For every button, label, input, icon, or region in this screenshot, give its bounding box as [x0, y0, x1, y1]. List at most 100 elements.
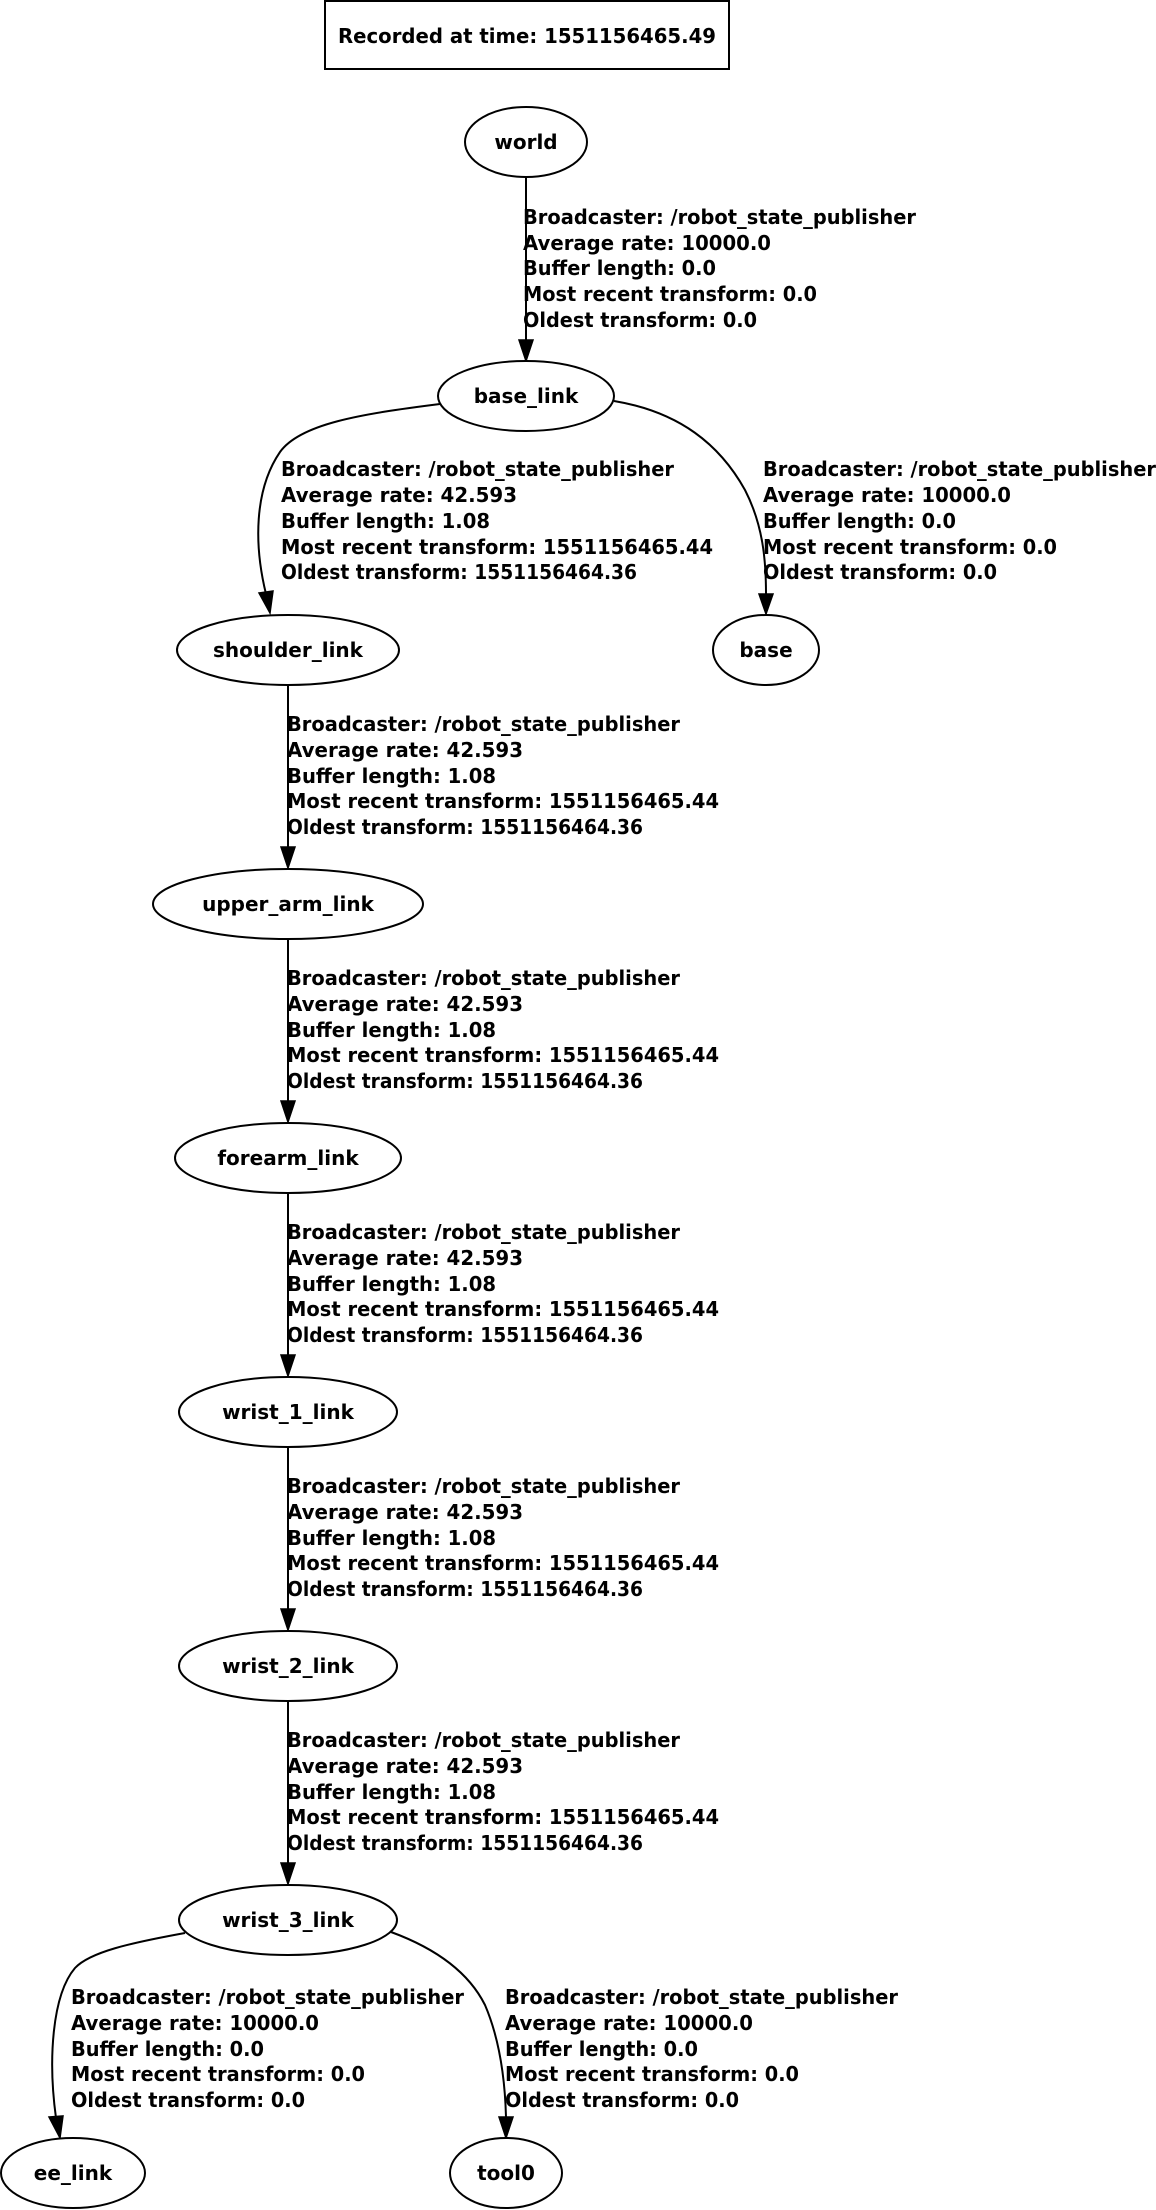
edge-line	[257, 403, 441, 595]
node-ellipse	[176, 614, 400, 686]
node-ellipse	[178, 1630, 398, 1702]
edge-label-line: Average rate: 10000.0	[763, 483, 1011, 507]
edge-line	[51, 1932, 186, 2119]
node-ellipse	[178, 1884, 398, 1956]
node-label: forearm_link	[217, 1146, 359, 1170]
node-ellipse	[712, 614, 820, 686]
arrowhead-icon	[517, 339, 535, 364]
edge-label-line: Average rate: 42.593	[287, 1246, 523, 1270]
edge-label-line: Broadcaster: /robot_state_publisher	[505, 1985, 898, 2009]
node-base: base	[712, 614, 820, 686]
edge-label-line: Buffer length: 0.0	[71, 2037, 264, 2061]
node-label: base_link	[474, 384, 579, 408]
edge-label-line: Broadcaster: /robot_state_publisher	[287, 1220, 680, 1244]
node-ellipse	[174, 1122, 402, 1194]
node-label: world	[494, 130, 557, 154]
arrowhead-icon	[497, 2116, 515, 2141]
edge-label-line: Average rate: 42.593	[281, 483, 517, 507]
edge-label-line: Average rate: 42.593	[287, 992, 523, 1016]
node-label: upper_arm_link	[202, 892, 374, 916]
edge-label-line: Most recent transform: 0.0	[523, 282, 817, 306]
edge-label-line: Most recent transform: 0.0	[71, 2062, 365, 2086]
node-ellipse	[449, 2137, 563, 2209]
edge-label-line: Buffer length: 0.0	[523, 256, 716, 280]
edge-label-line: Average rate: 10000.0	[523, 231, 771, 255]
node-label: base	[739, 638, 792, 662]
node-shoulder_link: shoulder_link	[176, 614, 400, 686]
node-label: shoulder_link	[213, 638, 364, 662]
arrowhead-icon	[757, 593, 775, 617]
edge-label-line: Average rate: 42.593	[287, 1500, 523, 1524]
node-label: wrist_3_link	[222, 1908, 355, 1932]
edge-label-line: Oldest transform: 1551156464.36	[287, 1069, 643, 1093]
edge-base_link-shoulder_link: Broadcaster: /robot_state_publisher Aver…	[257, 403, 713, 616]
edge-label-line: Most recent transform: 1551156465.44	[281, 535, 713, 559]
edge-label-line: Oldest transform: 0.0	[763, 560, 997, 584]
recorded-time-frame	[324, 0, 730, 70]
node-label: wrist_1_link	[222, 1400, 355, 1424]
node-ellipse	[437, 360, 615, 432]
edge-label-line: Most recent transform: 0.0	[505, 2062, 799, 2086]
arrowhead-icon	[279, 1354, 297, 1379]
edge-label-line: Broadcaster: /robot_state_publisher	[287, 712, 680, 736]
arrowhead-icon	[279, 1862, 297, 1887]
edge-line	[390, 1931, 507, 2118]
edge-label-line: Most recent transform: 1551156465.44	[287, 1805, 719, 1829]
edge-label-line: Broadcaster: /robot_state_publisher	[281, 457, 674, 481]
edge-label-line: Most recent transform: 1551156465.44	[287, 1297, 719, 1321]
node-ellipse	[178, 1376, 398, 1448]
edge-label-line: Broadcaster: /robot_state_publisher	[287, 1474, 680, 1498]
recorded-time-box: Recorded at time: 1551156465.49	[324, 0, 730, 70]
node-ellipse	[464, 106, 588, 178]
arrowhead-icon	[257, 590, 274, 616]
edge-label-line: Broadcaster: /robot_state_publisher	[287, 1728, 680, 1752]
edge-label-line: Average rate: 42.593	[287, 738, 523, 762]
node-tool0: tool0	[449, 2137, 563, 2209]
edge-label-line: Most recent transform: 1551156465.44	[287, 789, 719, 813]
edge-label-line: Average rate: 10000.0	[71, 2011, 319, 2035]
edge-upper_arm_link-forearm_link: Broadcaster: /robot_state_publisher Aver…	[279, 939, 719, 1125]
edge-label-line: Oldest transform: 0.0	[505, 2088, 739, 2112]
edge-line	[613, 400, 767, 595]
edge-wrist_1_link-wrist_2_link: Broadcaster: /robot_state_publisher Aver…	[279, 1447, 719, 1633]
arrowhead-icon	[47, 2115, 64, 2141]
edge-label-line: Broadcaster: /robot_state_publisher	[763, 457, 1156, 481]
node-label: tool0	[477, 2161, 535, 2185]
edge-label-line: Most recent transform: 0.0	[763, 535, 1057, 559]
edge-label-line: Buffer length: 0.0	[763, 509, 956, 533]
node-ee_link: ee_link	[0, 2137, 146, 2209]
edge-base_link-base: Broadcaster: /robot_state_publisher Aver…	[613, 400, 1156, 617]
edge-wrist_3_link-ee_link: Broadcaster: /robot_state_publisher Aver…	[47, 1932, 464, 2141]
edge-label-line: Buffer length: 0.0	[505, 2037, 698, 2061]
edge-label-line: Broadcaster: /robot_state_publisher	[71, 1985, 464, 2009]
edge-label-line: Buffer length: 1.08	[281, 509, 490, 533]
edge-label-line: Most recent transform: 1551156465.44	[287, 1043, 719, 1067]
edge-label-line: Buffer length: 1.08	[287, 1272, 496, 1296]
edge-label-line: Oldest transform: 1551156464.36	[287, 815, 643, 839]
edge-world-base_link: Broadcaster: /robot_state_publisher Aver…	[517, 178, 916, 364]
edge-label-line: Oldest transform: 1551156464.36	[287, 1831, 643, 1855]
node-forearm_link: forearm_link	[174, 1122, 402, 1194]
node-base_link: base_link	[437, 360, 615, 432]
node-wrist_2_link: wrist_2_link	[178, 1630, 398, 1702]
edge-label-line: Buffer length: 1.08	[287, 764, 496, 788]
edge-label-line: Oldest transform: 1551156464.36	[287, 1577, 643, 1601]
arrowhead-icon	[279, 1608, 297, 1633]
node-label: ee_link	[34, 2161, 113, 2185]
node-ellipse	[152, 868, 424, 940]
node-label: wrist_2_link	[222, 1654, 355, 1678]
edge-label-line: Broadcaster: /robot_state_publisher	[287, 966, 680, 990]
edge-label-line: Oldest transform: 1551156464.36	[287, 1323, 643, 1347]
arrowhead-icon	[279, 1100, 297, 1125]
edge-label-line: Oldest transform: 0.0	[523, 308, 757, 332]
node-upper_arm_link: upper_arm_link	[152, 868, 424, 940]
edge-wrist_3_link-tool0: Broadcaster: /robot_state_publisher Aver…	[390, 1931, 898, 2141]
edge-label-line: Average rate: 42.593	[287, 1754, 523, 1778]
edge-label-line: Average rate: 10000.0	[505, 2011, 753, 2035]
edge-shoulder_link-upper_arm_link: Broadcaster: /robot_state_publisher Aver…	[279, 686, 719, 871]
recorded-time-label: Recorded at time: 1551156465.49	[338, 24, 716, 48]
node-wrist_1_link: wrist_1_link	[178, 1376, 398, 1448]
edge-label-line: Most recent transform: 1551156465.44	[287, 1551, 719, 1575]
edge-label-line: Buffer length: 1.08	[287, 1526, 496, 1550]
